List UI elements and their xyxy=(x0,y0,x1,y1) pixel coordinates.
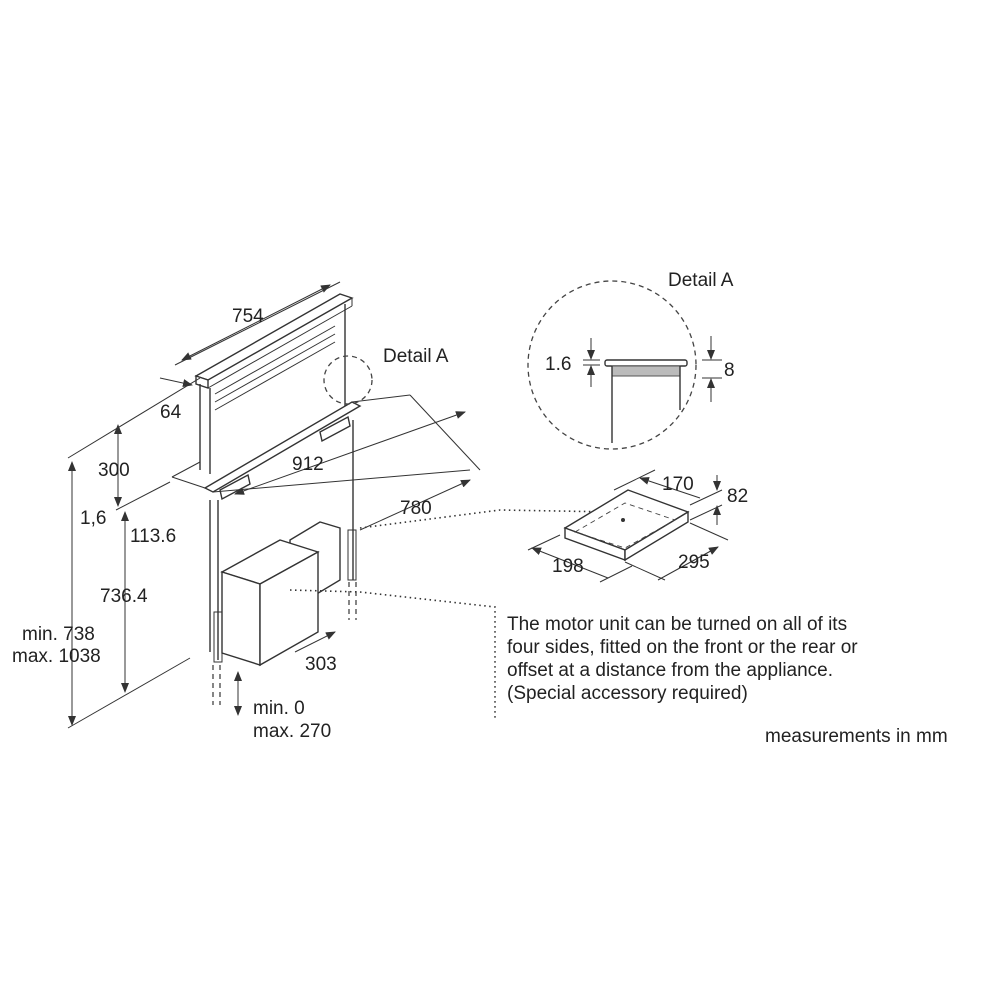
detail-a-reference: Detail A xyxy=(383,346,449,367)
dimension-lines xyxy=(67,281,481,726)
motor-dim-295: 295 xyxy=(678,552,710,573)
dim-plinth-min: min. 0 xyxy=(253,698,305,719)
dim-total-max: max. 1038 xyxy=(12,646,101,667)
motor-dim-198: 198 xyxy=(552,556,584,577)
dim-total-min: min. 738 xyxy=(22,624,95,645)
detail-a-dim-left: 1.6 xyxy=(545,354,571,375)
dim-cutout-width: 912 xyxy=(292,454,324,475)
units-label: measurements in mm xyxy=(765,726,948,747)
leader-lines xyxy=(289,509,616,718)
detail-a-dim-right: 8 xyxy=(724,360,735,381)
dim-worktop-offset: 1,6 xyxy=(80,508,106,529)
motor-unit-note: The motor unit can be turned on all of i… xyxy=(507,614,858,704)
dim-motor-depth: 303 xyxy=(305,654,337,675)
dim-cutout-offset: 113.6 xyxy=(130,526,176,547)
dim-cutout-depth: 780 xyxy=(400,498,432,519)
note-line: (Special accessory required) xyxy=(507,683,748,704)
note-line: four sides, fitted on the front or the r… xyxy=(507,637,858,658)
detail-a-title: Detail A xyxy=(668,270,734,291)
dim-width-top: 754 xyxy=(232,306,264,327)
dim-body-height: 736.4 xyxy=(100,586,148,607)
motor-unit-drawing xyxy=(527,469,729,583)
dim-extension-height: 300 xyxy=(98,460,130,481)
note-line: The motor unit can be turned on all of i… xyxy=(507,614,847,635)
motor-dim-82: 82 xyxy=(727,486,748,507)
dim-depth-top: 64 xyxy=(160,402,182,423)
detail-a-drawing xyxy=(527,280,722,450)
note-line: offset at a distance from the appliance. xyxy=(507,660,833,681)
dim-plinth-max: max. 270 xyxy=(253,721,331,742)
motor-dim-170: 170 xyxy=(662,474,694,495)
